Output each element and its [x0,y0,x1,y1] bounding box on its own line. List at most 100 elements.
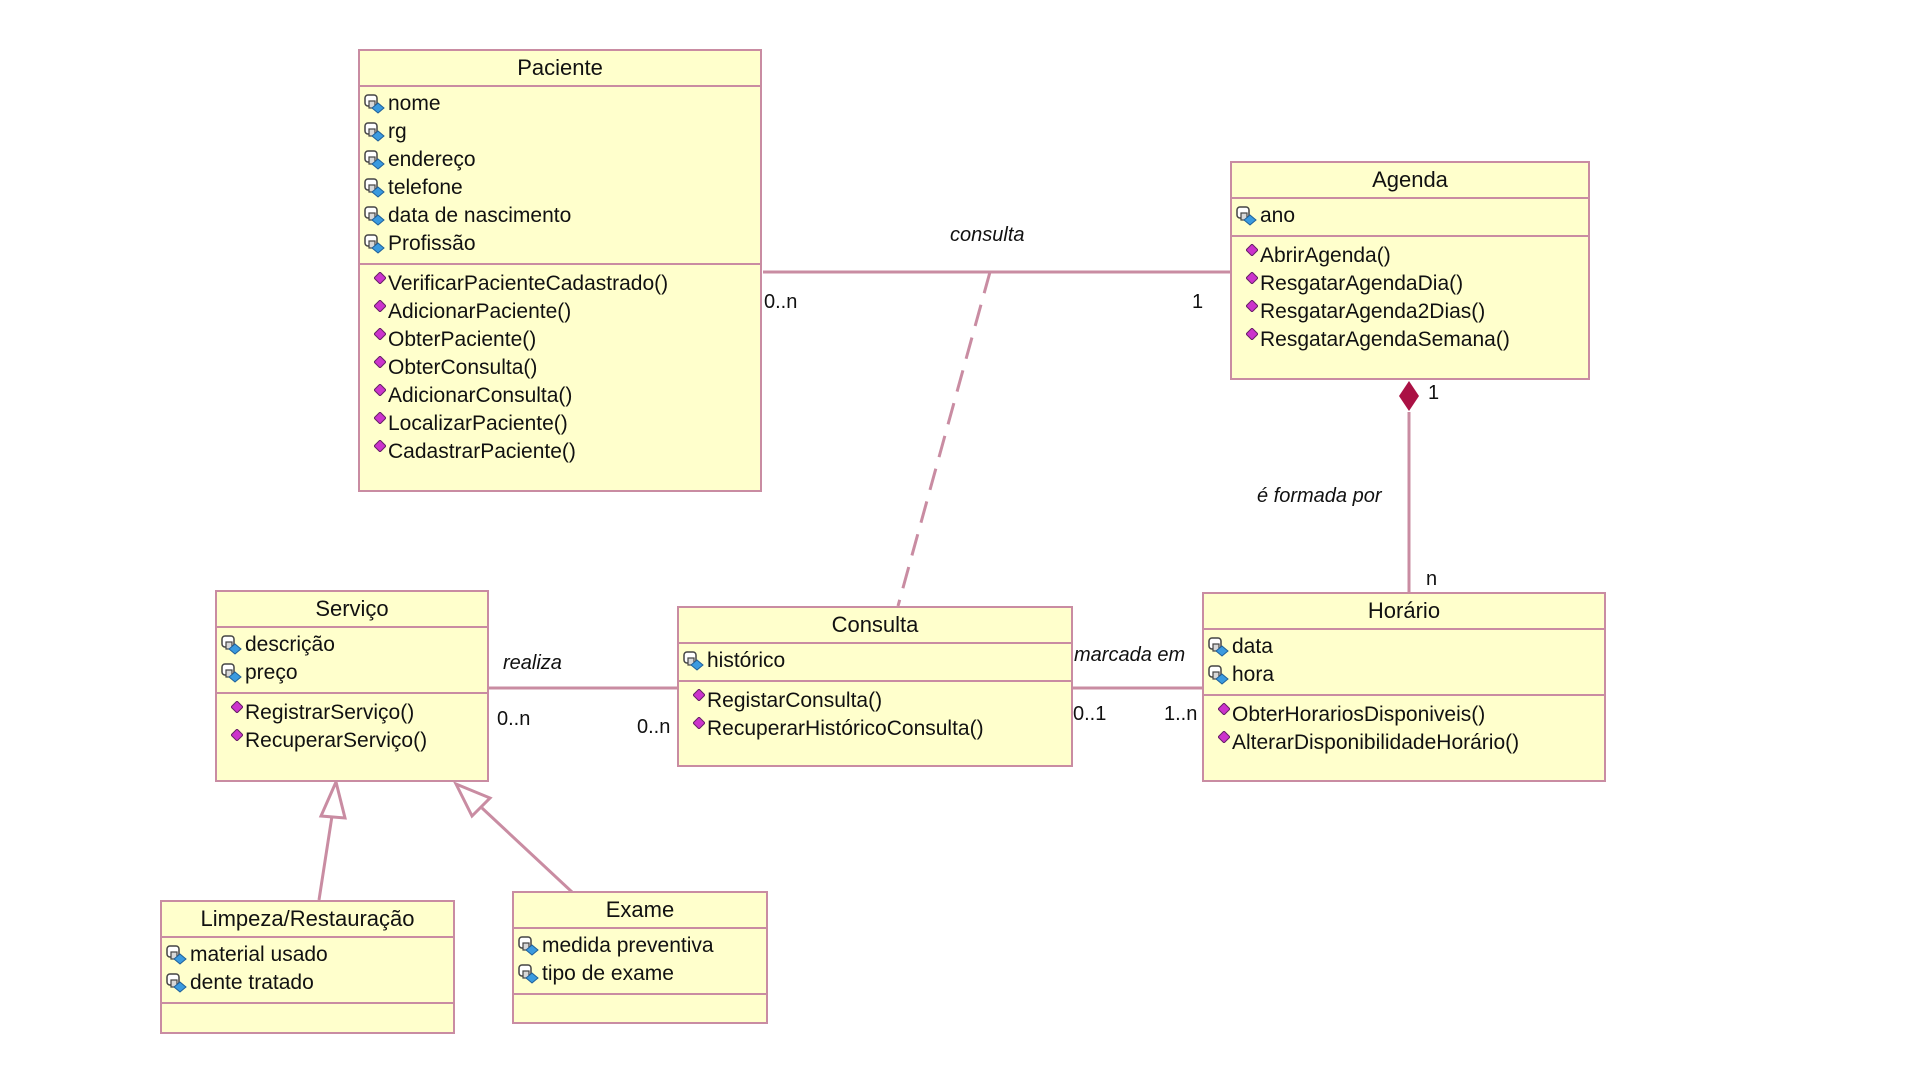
attribute-item: telefone [364,174,760,202]
operation-label: VerificarPacienteCadastrado() [388,272,669,295]
operation-item: ResgatarAgenda2Dias() [1246,298,1588,326]
attribute-item: data [1208,633,1604,661]
attribute-label: data [1232,635,1273,658]
operation-label: ResgatarAgenda2Dias() [1260,300,1486,323]
class-horario[interactable]: Horário data hora ObterHorariosDisponivei… [1202,592,1606,782]
operation-label: RegistrarServiço() [245,701,415,724]
method-diamond-icon [374,356,386,368]
operation-list [514,995,766,1003]
operation-item: VerificarPacienteCadastrado() [374,270,760,298]
attribute-item: rg [364,118,760,146]
operation-label: LocalizarPaciente() [388,412,568,435]
method-diamond-icon [693,717,705,729]
attribute-item: endereço [364,146,760,174]
class-name: Consulta [679,608,1071,644]
association-class-dashed-line [896,271,992,607]
method-diamond-icon [374,384,386,396]
operation-label: ObterConsulta() [388,356,538,379]
field-key-icon [364,178,385,198]
association-name-marcada-em: marcada em [1074,644,1186,666]
field-key-icon [1208,665,1229,685]
operation-item: AdicionarConsulta() [374,382,760,410]
generalization-limpeza-arrowhead [318,777,347,820]
attribute-list: nome rg endereço telefone data de nascimento… [360,87,760,265]
operation-list: ObterHorariosDisponiveis()AlterarDisponi… [1204,696,1604,760]
attribute-list: material usado dente tratado [162,938,453,1004]
attribute-item: dente tratado [166,969,453,997]
operation-label: ObterHorariosDisponiveis() [1232,703,1486,726]
method-diamond-icon [374,272,386,284]
attribute-item: ano [1236,202,1588,230]
operation-item: AdicionarPaciente() [374,298,760,326]
field-key-icon [221,663,242,683]
multiplicity-consulta-realiza: 0..n [637,716,671,738]
method-diamond-icon [1218,731,1230,743]
operation-list [162,1004,453,1012]
field-key-icon [364,150,385,170]
multiplicity-agenda: 1 [1192,291,1204,313]
field-key-icon [1236,206,1257,226]
multiplicity-servico: 0..n [497,708,531,730]
attribute-item: histórico [683,647,1071,675]
association-name-formada-por: é formada por [1257,485,1382,507]
method-diamond-icon [374,300,386,312]
generalization-exame-line [480,806,574,894]
attribute-item: medida preventiva [518,932,766,960]
attribute-label: telefone [388,176,463,199]
operation-label: ObterPaciente() [388,328,537,351]
field-key-icon [1208,637,1229,657]
attribute-item: data de nascimento [364,202,760,230]
method-diamond-icon [374,440,386,452]
class-servico[interactable]: Serviço descrição preço RegistrarServiço(… [215,590,489,782]
attribute-item: tipo de exame [518,960,766,988]
attribute-item: hora [1208,661,1604,689]
attribute-item: descrição [221,631,487,659]
class-name: Exame [514,893,766,929]
operation-list: VerificarPacienteCadastrado() AdicionarPa… [360,265,760,469]
attribute-label: nome [388,92,441,115]
operation-item: CadastrarPaciente() [374,438,760,466]
method-diamond-icon [693,689,705,701]
class-name: Limpeza/Restauração [162,902,453,938]
operation-item: LocalizarPaciente() [374,410,760,438]
class-name: Agenda [1232,163,1588,199]
operation-label: CadastrarPaciente() [388,440,576,463]
method-diamond-icon [374,412,386,424]
class-name: Horário [1204,594,1604,630]
operation-label: RegistarConsulta() [707,689,883,712]
attribute-label: material usado [190,943,328,966]
attribute-label: preço [245,661,298,684]
field-key-icon [166,973,187,993]
operation-label: AbrirAgenda() [1260,244,1391,267]
attribute-label: dente tratado [190,971,314,994]
field-key-icon [364,206,385,226]
multiplicity-agenda-composition: 1 [1428,382,1440,404]
operation-list: RegistarConsulta() RecuperarHistóricoCons… [679,682,1071,746]
operation-item: RecuperarHistóricoConsulta() [693,715,1071,743]
class-consulta[interactable]: Consulta histórico RegistarConsulta() Rec… [677,606,1073,767]
attribute-label: hora [1232,663,1275,686]
class-limpeza-restauracao[interactable]: Limpeza/Restauração material usado dente … [160,900,455,1034]
operation-label: AdicionarPaciente() [388,300,572,323]
attribute-label: endereço [388,148,476,171]
field-key-icon [364,122,385,142]
association-name-realiza: realiza [503,652,562,674]
operation-item: ObterPaciente() [374,326,760,354]
class-agenda[interactable]: Agenda ano AbrirAgenda()ResgatarAgendaDi… [1230,161,1590,380]
attribute-label: descrição [245,633,335,656]
multiplicity-horario-marcada: 1..n [1164,703,1198,725]
method-diamond-icon [1246,300,1258,312]
attribute-label: tipo de exame [542,962,674,985]
attribute-list: data hora [1204,630,1604,696]
method-diamond-icon [231,729,243,741]
attribute-label: rg [388,120,407,143]
field-key-icon [518,964,539,984]
class-name: Serviço [217,592,487,628]
operation-label: RecuperarServiço() [245,729,428,752]
operation-item: ObterHorariosDisponiveis() [1218,701,1604,729]
operation-item: ObterConsulta() [374,354,760,382]
